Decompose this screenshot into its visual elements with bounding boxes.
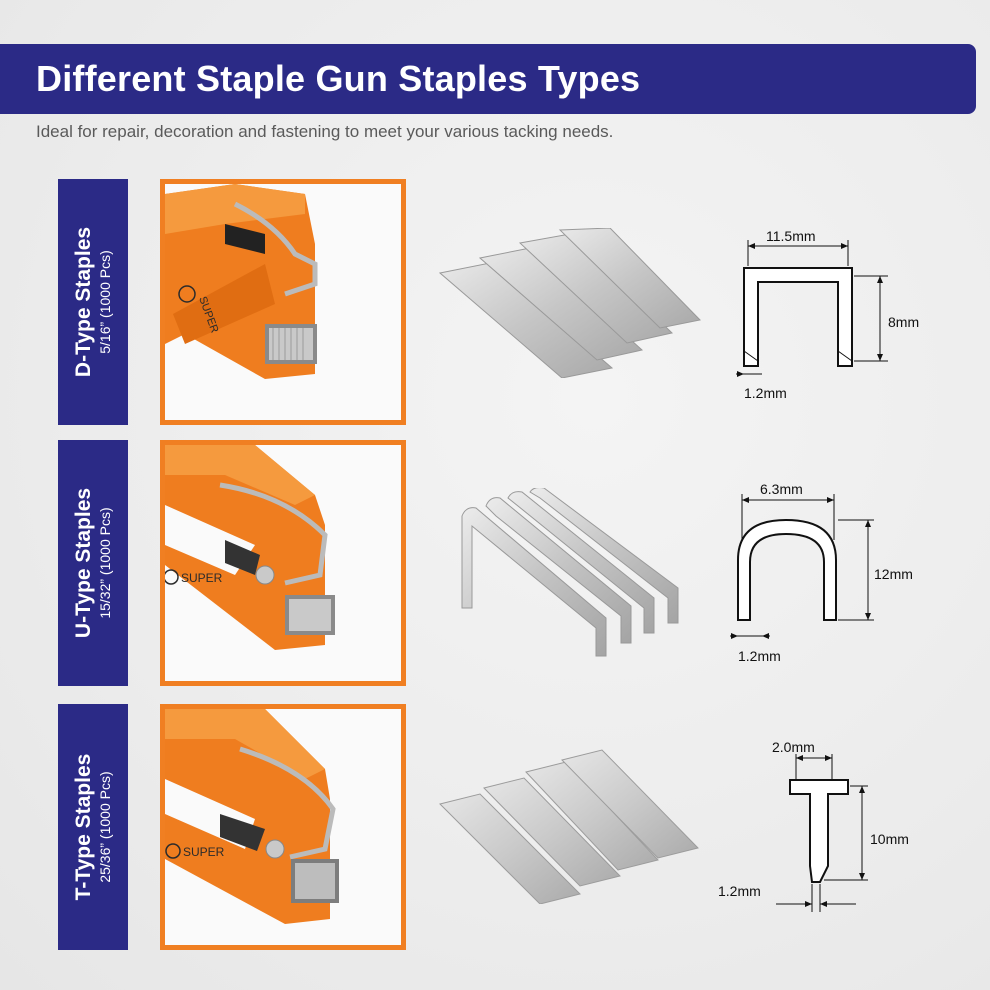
brand-text: SUPER: [183, 845, 225, 859]
type-name: D-Type Staples: [72, 226, 95, 378]
dim-height: 12mm: [874, 566, 913, 582]
brand-text: SUPER: [181, 571, 223, 585]
dim-width: 6.3mm: [760, 481, 803, 497]
staple-gun-illustration: SUPER: [165, 184, 401, 420]
type-name: U-Type Staples: [72, 487, 95, 639]
dim-wire: 1.2mm: [718, 883, 761, 899]
d-type-staples-image: [438, 228, 702, 378]
t-type-dimension-diagram: 2.0mm 10mm 1.2mm: [718, 739, 909, 912]
dim-wire: 1.2mm: [738, 648, 781, 664]
dim-width: 11.5mm: [766, 228, 816, 244]
dim-height: 10mm: [870, 831, 909, 847]
dim-height: 8mm: [888, 314, 919, 330]
t-type-staples-image: [439, 749, 699, 904]
photo-t-type-staple-gun: SUPER: [160, 704, 406, 950]
type-spec: 5/16” (1000 Pcs): [97, 250, 113, 354]
photo-u-type-staple-gun: SUPER: [160, 440, 406, 686]
header-banner: Different Staple Gun Staples Types: [0, 44, 976, 114]
staple-gun-illustration: SUPER: [165, 709, 401, 945]
dim-wire: 1.2mm: [744, 385, 787, 401]
type-spec: 25/36” (1000 Pcs): [97, 771, 113, 883]
type-name: T-Type Staples: [72, 753, 95, 901]
page-subtitle: Ideal for repair, decoration and fasteni…: [36, 122, 614, 141]
dim-head: 2.0mm: [772, 739, 815, 755]
label-u-type: U-Type Staples 15/32” (1000 Pcs): [58, 440, 128, 686]
u-type-staples-image: [461, 488, 679, 657]
u-type-dimension-diagram: 6.3mm 12mm 1.2mm: [730, 481, 913, 664]
label-t-type: T-Type Staples 25/36” (1000 Pcs): [58, 704, 128, 950]
label-d-type: D-Type Staples 5/16” (1000 Pcs): [58, 179, 128, 425]
d-type-dimension-diagram: 11.5mm 8mm 1.2mm: [736, 228, 919, 401]
photo-d-type-staple-gun: SUPER: [160, 179, 406, 425]
staple-gun-illustration: SUPER: [165, 445, 401, 681]
page-title: Different Staple Gun Staples Types: [36, 58, 641, 99]
type-spec: 15/32” (1000 Pcs): [97, 507, 113, 619]
